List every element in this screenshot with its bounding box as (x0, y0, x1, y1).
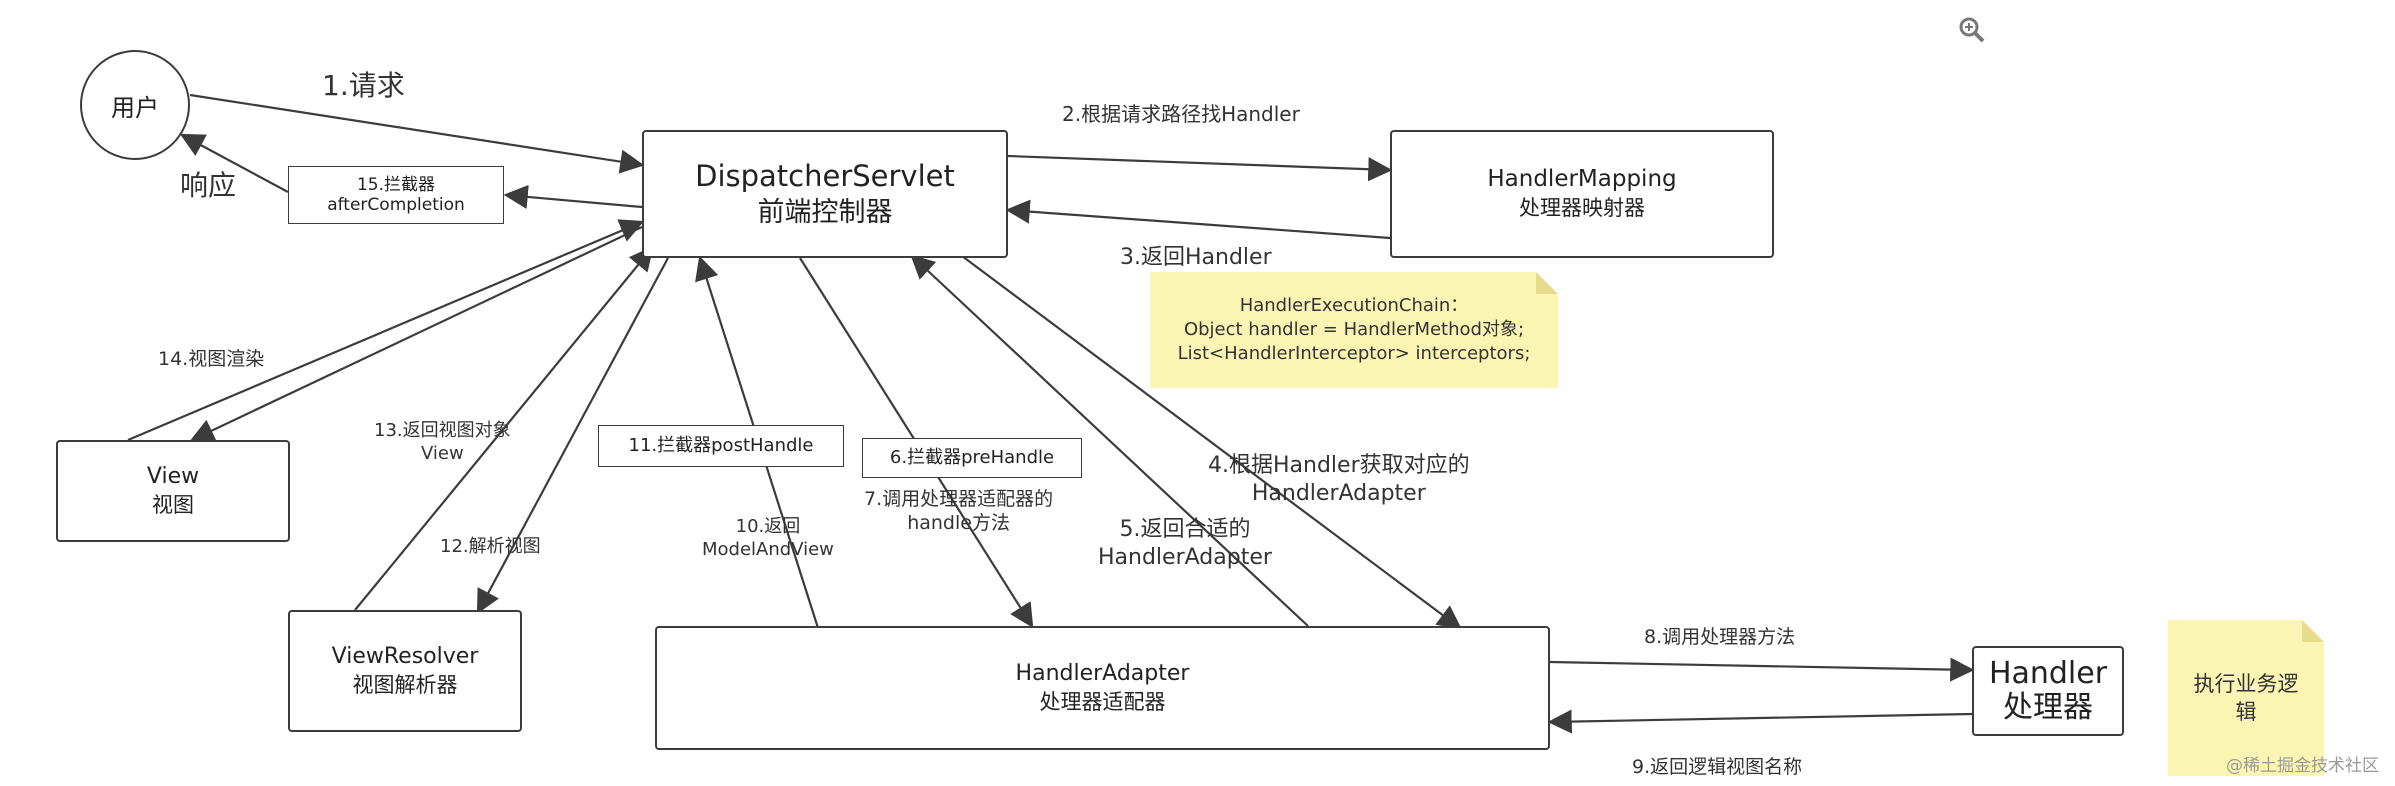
label-response: 响应 (180, 169, 237, 202)
view-title: View (146, 464, 200, 490)
label-step-14: 14.视图渲染 (158, 348, 265, 370)
handler-title: Handler (1988, 655, 2108, 691)
label-step-4-line2: HandlerAdapter (1251, 480, 1426, 506)
user-node: 用户 (80, 50, 190, 160)
label-step-8: 8.调用处理器方法 (1644, 626, 1796, 648)
arrow-5-return-adapter (910, 254, 1309, 627)
view-box: View 视图 (56, 440, 290, 542)
arrow-2-find-handler (1007, 154, 1393, 182)
label-step-5-line1: 5.返回合适的 (1119, 517, 1251, 542)
arrow-3-return-handler (1005, 199, 1391, 240)
handler-execution-chain-note: HandlerExecutionChain： Object handler = … (1150, 272, 1558, 388)
chain-note-line1: HandlerExecutionChain： (1239, 294, 1469, 316)
pre-handle-label: 6.拦截器preHandle (889, 447, 1055, 469)
label-step-9: 9.返回逻辑视图名称 (1632, 756, 1803, 778)
arrow-response-to-user (179, 133, 289, 193)
arrow-render-to-view (189, 226, 643, 442)
handler-adapter-subtitle: 处理器适配器 (1039, 689, 1166, 714)
handler-adapter-title: HandlerAdapter (1015, 661, 1190, 687)
dispatcher-servlet-box: DispatcherServlet 前端控制器 (642, 130, 1008, 258)
label-step-5-line2: HandlerAdapter (1098, 544, 1272, 570)
user-label: 用户 (111, 93, 159, 122)
business-note-line2: 辑 (2235, 700, 2257, 724)
label-step-3: 3.返回Handler (1120, 245, 1272, 270)
label-step-13-line2: View (420, 442, 464, 464)
arrow-9-return-view-name (1547, 709, 1973, 734)
business-logic-note: 执行业务逻 辑 (2168, 620, 2324, 776)
label-step-5: 5.返回合适的 HandlerAdapter (1098, 516, 1272, 571)
magnifier-icon (1959, 17, 1985, 43)
label-step-2: 2.根据请求路径找Handler (1062, 102, 1300, 126)
arrow-15-after-completion (503, 184, 643, 209)
handler-mapping-subtitle: 处理器映射器 (1519, 196, 1645, 221)
dispatcher-subtitle: 前端控制器 (757, 197, 893, 229)
label-step-10: 10.返回 ModelAndView (702, 516, 834, 561)
label-step-13-line1: 13.返回视图对象 (374, 420, 511, 441)
after-completion-step: 15.拦截器 (356, 174, 436, 195)
after-completion-text: afterCompletion (327, 195, 465, 215)
label-step-10-line2: ModelAndView (702, 538, 834, 560)
arrow-12-resolve-view (476, 257, 669, 615)
label-step-13: 13.返回视图对象 View (374, 420, 511, 465)
chain-note-line2: Object handler = HandlerMethod对象; (1183, 318, 1525, 340)
handler-subtitle: 处理器 (2003, 690, 2093, 725)
handler-mapping-box: HandlerMapping 处理器映射器 (1390, 130, 1774, 258)
view-resolver-title: ViewResolver (331, 644, 479, 670)
chain-note-line3: List<HandlerInterceptor> interceptors; (1177, 343, 1531, 365)
arrow-4-get-adapter (961, 255, 1462, 630)
label-step-1: 1.请求 (322, 69, 405, 102)
view-resolver-box: ViewResolver 视图解析器 (288, 610, 522, 732)
view-resolver-subtitle: 视图解析器 (352, 672, 458, 697)
label-step-10-line1: 10.返回 (735, 516, 801, 537)
view-subtitle: 视图 (152, 492, 194, 517)
label-step-7-line1: 7.调用处理器适配器的 (864, 488, 1054, 510)
post-handle-label: 11.拦截器postHandle (628, 435, 814, 457)
handler-box: Handler 处理器 (1972, 646, 2124, 736)
after-completion-box: 15.拦截器 afterCompletion (288, 166, 504, 224)
arrow-14-render-view (127, 219, 645, 442)
label-step-4-line1: 4.根据Handler获取对应的 (1208, 453, 1470, 478)
arrow-1-request (189, 93, 645, 174)
handler-adapter-box: HandlerAdapter 处理器适配器 (655, 626, 1550, 750)
arrow-13-return-view (354, 246, 654, 611)
label-step-12: 12.解析视图 (440, 536, 541, 557)
watermark-text: @稀土掘金技术社区 (2226, 756, 2379, 776)
label-step-7: 7.调用处理器适配器的 handle方法 (864, 488, 1053, 536)
handler-mapping-title: HandlerMapping (1487, 166, 1677, 193)
dispatcher-title: DispatcherServlet (695, 158, 955, 193)
label-step-4: 4.根据Handler获取对应的 HandlerAdapter (1208, 452, 1470, 507)
arrow-8-call-handler (1549, 657, 1975, 682)
pre-handle-box: 6.拦截器preHandle (862, 438, 1082, 478)
business-note-line1: 执行业务逻 (2193, 671, 2299, 696)
label-step-7-line2: handle方法 (907, 511, 1010, 534)
post-handle-box: 11.拦截器postHandle (598, 425, 844, 467)
